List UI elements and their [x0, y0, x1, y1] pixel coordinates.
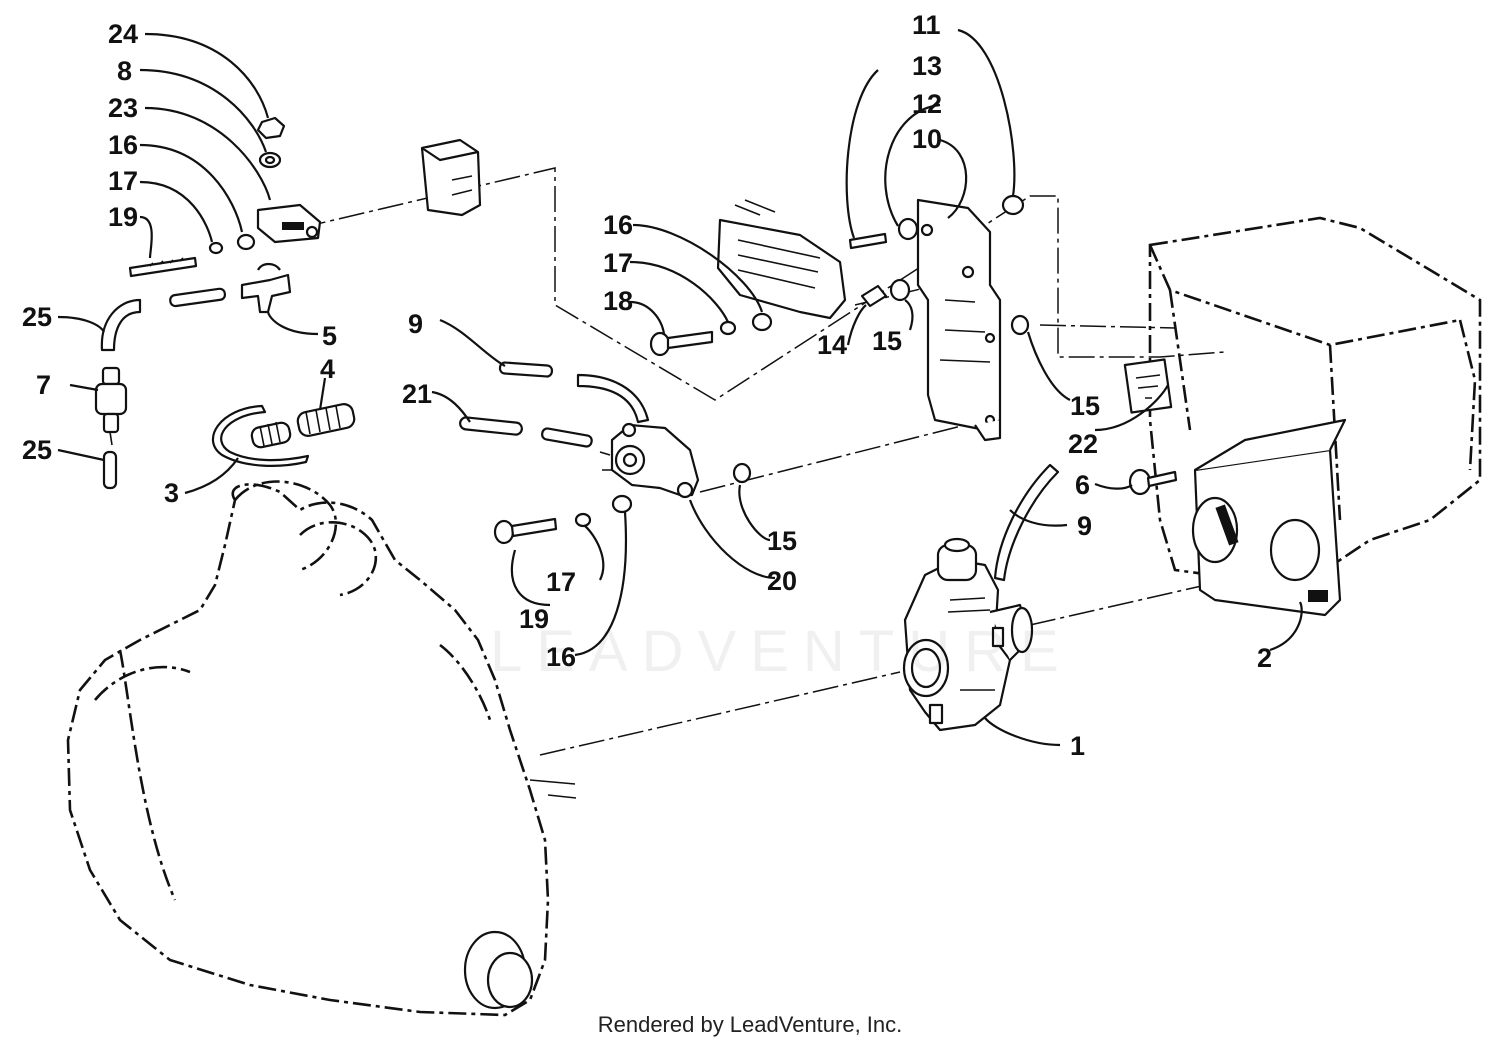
callout-16: 16	[108, 130, 138, 160]
callout-15: 15	[1070, 391, 1100, 421]
callout-17: 17	[603, 248, 633, 278]
fuel-filter	[94, 366, 128, 446]
callout-16: 16	[546, 642, 576, 672]
callout-16: 16	[603, 210, 633, 240]
footer-credit: Rendered by LeadVenture, Inc.	[597, 1012, 903, 1037]
callout-25: 25	[22, 302, 52, 332]
callout-24: 24	[108, 19, 138, 49]
fuel-hose-lower	[993, 463, 1060, 582]
callout-17: 17	[108, 166, 138, 196]
callout-8: 8	[117, 56, 132, 86]
screw-6	[1128, 468, 1178, 496]
callout-1: 1	[1070, 731, 1085, 761]
mounting-bracket	[916, 198, 1002, 442]
callout-9: 9	[408, 309, 423, 339]
carburetor	[902, 537, 1034, 732]
callout-12: 12	[912, 89, 942, 119]
solenoid-block	[420, 138, 482, 217]
callout-labels: 24 8 23 16 17 19 25 7 25 3 4 5 9 21 16 1…	[22, 10, 1272, 761]
callout-9: 9	[1077, 511, 1092, 541]
callout-15: 15	[767, 526, 797, 556]
callout-19: 19	[519, 604, 549, 634]
nut-and-washer	[256, 116, 286, 169]
callout-7: 7	[36, 370, 51, 400]
mount-plate	[256, 203, 322, 244]
callout-19: 19	[108, 202, 138, 232]
fuel-lines-left	[100, 287, 227, 490]
callout-15: 15	[872, 326, 902, 356]
callout-10: 10	[912, 124, 942, 154]
leader-lines	[57, 28, 1303, 747]
callout-13: 13	[912, 51, 942, 81]
callout-17: 17	[546, 567, 576, 597]
decal	[1123, 358, 1173, 414]
fasteners	[128, 194, 1030, 545]
fuel-pump	[599, 422, 700, 499]
callout-23: 23	[108, 93, 138, 123]
callout-2: 2	[1257, 643, 1272, 673]
callout-14: 14	[817, 330, 847, 360]
callout-5: 5	[322, 321, 337, 351]
engine-outline	[66, 480, 577, 1017]
fitting-5	[240, 262, 292, 314]
callout-4: 4	[320, 354, 335, 384]
callout-6: 6	[1075, 470, 1090, 500]
callout-11: 11	[912, 10, 941, 40]
callout-21: 21	[402, 379, 432, 409]
callout-22: 22	[1068, 429, 1098, 459]
callout-18: 18	[603, 286, 633, 316]
electrical-component	[716, 199, 847, 320]
callout-20: 20	[767, 566, 797, 596]
clamp-and-springs	[211, 403, 356, 467]
intake-silencer	[1191, 418, 1347, 617]
watermark: LEADVENTURE	[490, 619, 1073, 684]
callout-3: 3	[164, 478, 179, 508]
pulse-hoses	[459, 361, 650, 448]
callout-25: 25	[22, 435, 52, 465]
